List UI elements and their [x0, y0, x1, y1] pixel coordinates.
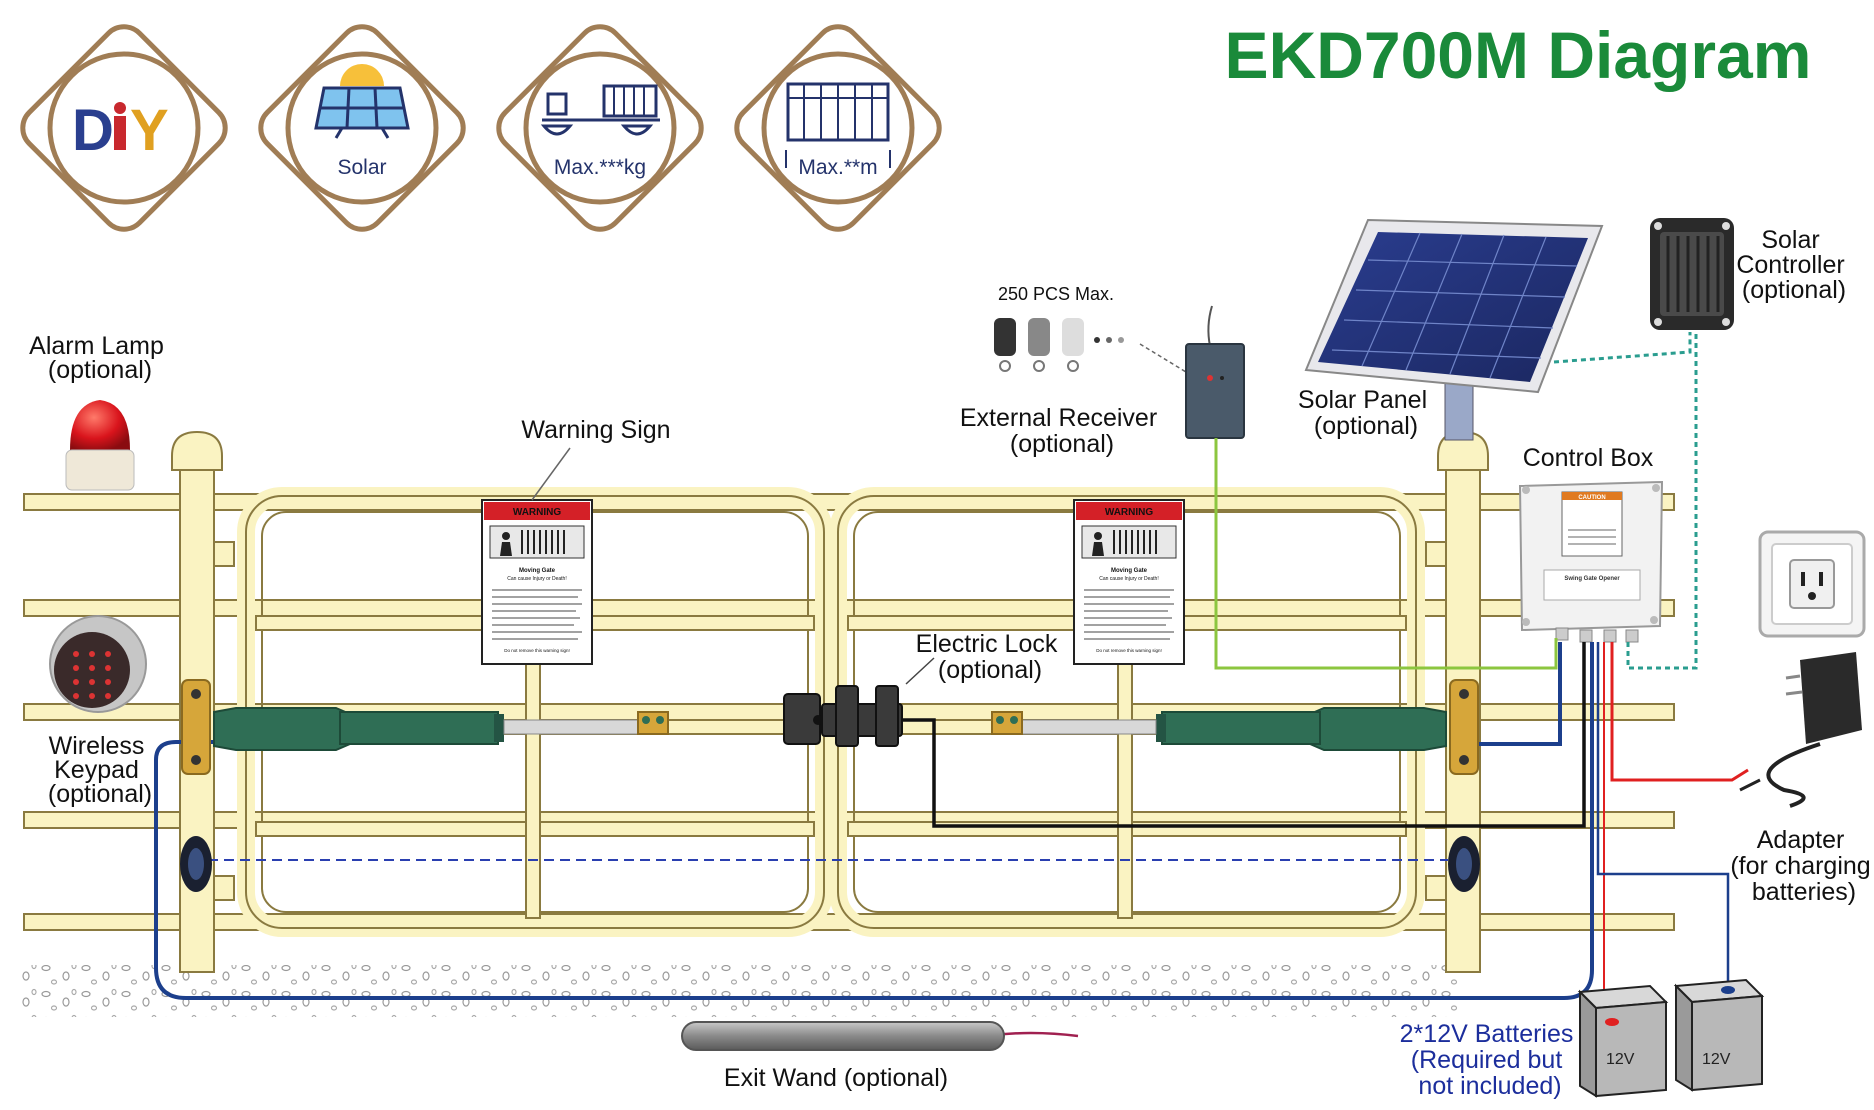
label-warning-sign: Warning Sign [521, 416, 670, 444]
svg-text:Can cause Injury or Death!: Can cause Injury or Death! [1099, 576, 1158, 582]
battery-left: 12V [1577, 984, 1669, 1098]
diy-icon: D Y [72, 98, 169, 163]
gate-opener-arm-right [991, 679, 1479, 775]
wireless-keypad [49, 615, 147, 713]
battery-left-label: 12V [1606, 1051, 1635, 1068]
battery-right-label: 12V [1702, 1051, 1731, 1068]
remote-controls [994, 318, 1187, 373]
label-remotes-max: 250 PCS Max. [998, 284, 1114, 304]
exit-wand [681, 1021, 1005, 1051]
label-control-box: Control Box [1523, 444, 1654, 472]
badge-weight-label: Max.***kg [554, 156, 646, 179]
electric-lock [783, 657, 935, 747]
label-solar-controller: Solar Controller (optional) [1736, 226, 1851, 304]
page-title: EKD700M Diagram [1225, 18, 1812, 92]
svg-text:Do not remove this warning sig: Do not remove this warning sign! [504, 648, 570, 653]
label-batteries: 2*12V Batteries (Required but not includ… [1400, 1020, 1581, 1100]
svg-text:WARNING: WARNING [513, 507, 562, 518]
photocell-left [180, 836, 212, 892]
gate-length-icon [785, 82, 891, 168]
badge-solar: Solar [258, 24, 466, 232]
label-adapter: Adapter (for charging batteries) [1730, 826, 1874, 906]
solar-icon [314, 64, 410, 139]
control-box: CAUTION Swing Gate Opener [1518, 480, 1664, 643]
svg-text:Do not remove this warning sig: Do not remove this warning sign! [1096, 648, 1162, 653]
alarm-lamp [65, 400, 135, 491]
adapter [1739, 652, 1862, 808]
svg-text:WARNING: WARNING [1105, 507, 1154, 518]
svg-text:Can cause Injury or Death!: Can cause Injury or Death! [507, 576, 566, 582]
solar-panel [1304, 218, 1604, 441]
ground-gravel [20, 965, 1460, 1017]
warning-sign-right: WARNING Moving Gate Can cause Injury or … [1073, 499, 1185, 665]
warning-sign-leader [531, 447, 571, 501]
badge-diy: D Y [20, 24, 228, 232]
svg-text:Y: Y [130, 98, 169, 163]
label-alarm-lamp: Alarm Lamp (optional) [29, 332, 171, 384]
solar-controller [1650, 218, 1734, 330]
svg-text:Moving Gate: Moving Gate [1111, 568, 1148, 574]
label-exit-wand: Exit Wand (optional) [724, 1064, 948, 1092]
weight-scale-icon [540, 84, 660, 136]
badge-weight: Max.***kg [496, 24, 704, 232]
label-external-receiver: External Receiver (optional) [960, 404, 1164, 458]
warning-sign-left: WARNING Moving Gate Can cause Injury or … [481, 499, 593, 665]
svg-text:CAUTION: CAUTION [1578, 495, 1605, 501]
external-receiver [1185, 305, 1245, 439]
gate-opener-arm-left [181, 679, 669, 775]
badge-length-label: Max.**m [798, 156, 877, 179]
battery-right: 12V [1673, 978, 1765, 1092]
label-solar-panel: Solar Panel (optional) [1298, 386, 1434, 440]
badge-solar-label: Solar [337, 156, 386, 179]
svg-text:Moving Gate: Moving Gate [519, 568, 556, 574]
label-wireless-keypad: Wireless Keypad (optional) [48, 732, 152, 808]
photocell-right [1448, 836, 1480, 892]
svg-text:Swing Gate Opener: Swing Gate Opener [1564, 576, 1620, 582]
badge-length: Max.**m [734, 24, 942, 232]
label-electric-lock: Electric Lock (optional) [916, 630, 1065, 684]
wall-socket [1758, 530, 1866, 638]
svg-text:D: D [72, 98, 114, 163]
